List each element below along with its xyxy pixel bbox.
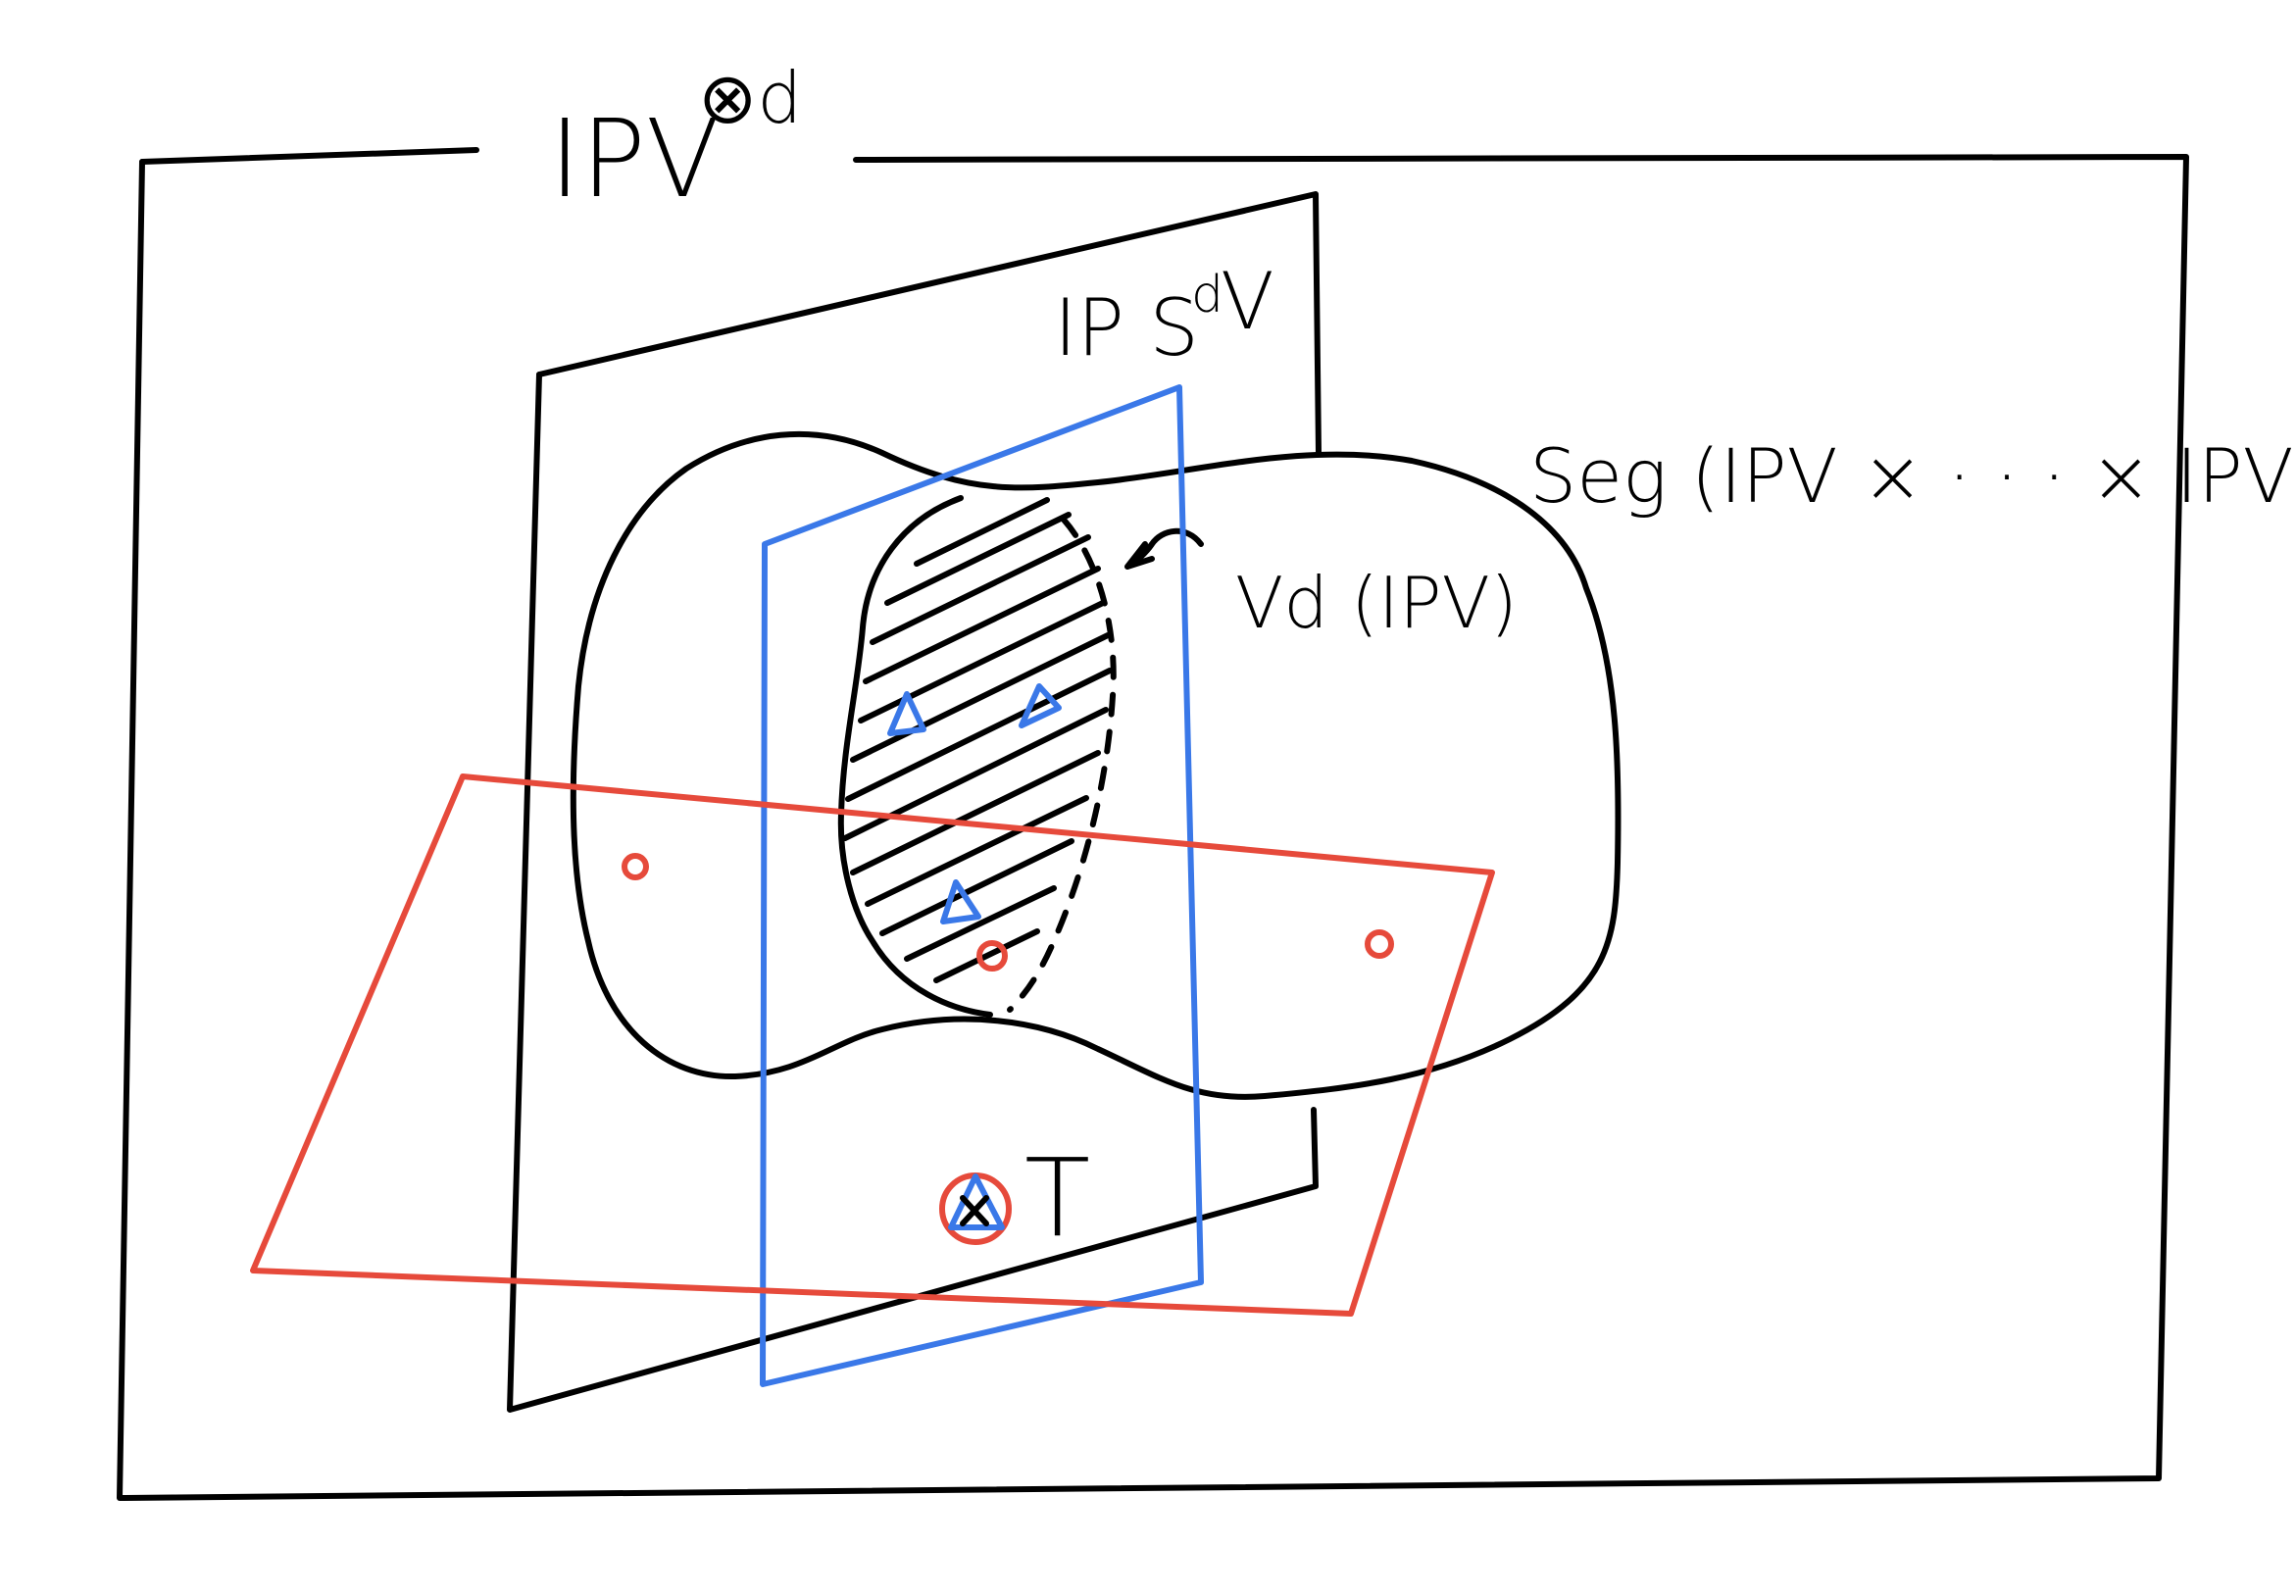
veronese-label: Vd (IPV) [1235,562,1518,644]
red-points [622,853,1394,972]
ambient-space-text: IPV [549,96,720,222]
veronese-region [837,495,1117,1018]
red-circle-icon [1365,929,1394,959]
symmetric-space-suffix: V [1221,256,1274,347]
red-circle-icon [976,940,1008,972]
blue-triangle-icon [1019,683,1062,728]
blue-plane [760,384,1204,1387]
blue-points [887,683,1062,924]
red-plane [250,773,1495,1317]
symmetric-space-label: IP S d V [1054,256,1274,374]
symmetric-space-text: IP S [1054,282,1199,374]
veronese-region-outline [837,495,993,1018]
tensor-label: T [1024,1135,1090,1261]
veronese-region-dashed-edge [1007,517,1117,1013]
segre-variety-label: Seg (IPV × · · · × IPV) [1529,432,2296,520]
veronese-label-group: Vd (IPV) [1124,527,1518,644]
ambient-space-label: IPV ⊗d [549,57,802,222]
veronese-hatching [842,497,1113,983]
blue-triangle-icon [887,691,926,736]
tensor-point: T [939,1135,1090,1261]
ambient-space-superscript: ⊗d [698,57,802,139]
blue-triangle-icon [940,879,981,924]
red-circle-icon [622,853,649,880]
segre-variety-blob [570,430,1622,1100]
veronese-arrow [1124,527,1204,570]
symmetric-space-superscript: d [1191,266,1223,324]
ambient-space-box [117,147,2189,1501]
tensor-cross-icon [960,1195,989,1226]
